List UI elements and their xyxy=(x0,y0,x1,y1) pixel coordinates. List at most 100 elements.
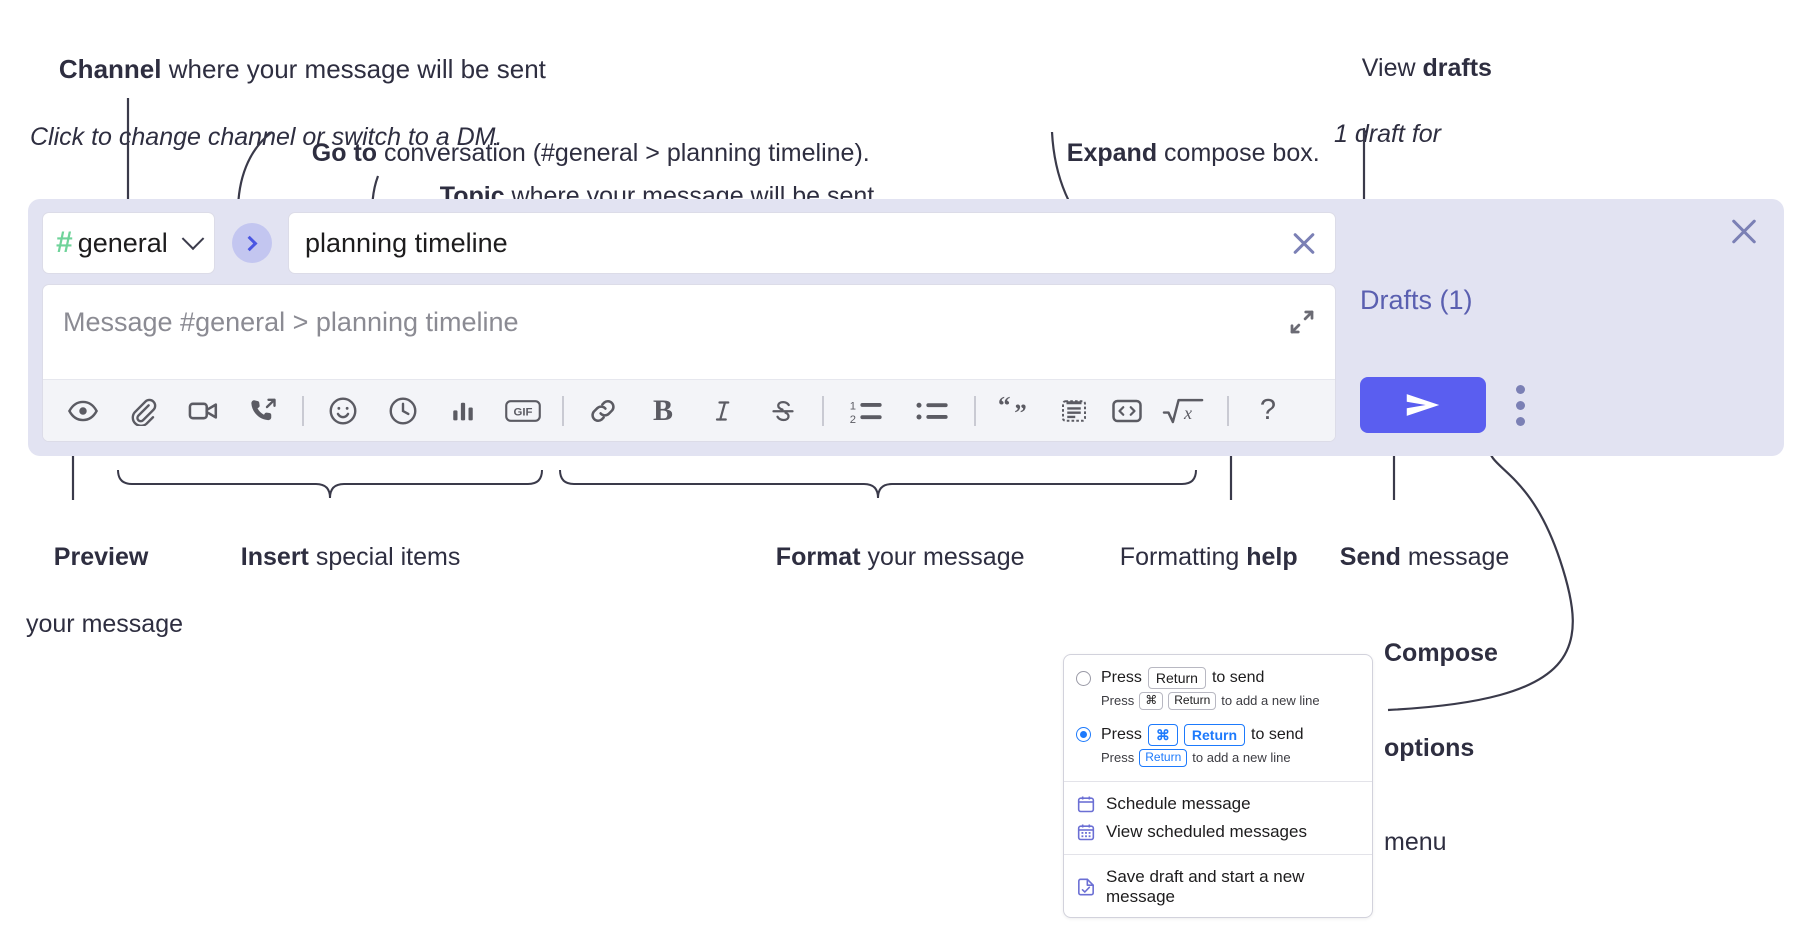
menu-divider xyxy=(1064,780,1372,782)
annotation-expand-rest: compose box. xyxy=(1157,138,1320,167)
math-icon[interactable]: x xyxy=(1157,388,1211,434)
annotation-preview: Preview your message xyxy=(26,510,183,703)
option1-subtext: Press ⌘ Return to add a new line xyxy=(1064,691,1372,716)
send-button[interactable] xyxy=(1360,377,1486,433)
save-draft-icon xyxy=(1076,877,1096,897)
menu-item-label: Schedule message xyxy=(1106,793,1251,813)
annotation-compose-options: Compose options menu xyxy=(1384,575,1498,922)
option2-sub-post: to add a new line xyxy=(1192,750,1291,766)
menu-item-label: Save draft and start a new message xyxy=(1106,866,1305,906)
ordered-list-icon[interactable]: 1 2 xyxy=(840,388,892,434)
menu-item-schedule-message[interactable]: Schedule message xyxy=(1064,790,1372,818)
hash-icon: # xyxy=(56,226,73,259)
menu-item-save-draft[interactable]: Save draft and start a new message xyxy=(1064,863,1372,911)
message-compose-box[interactable]: Message #general > planning timeline xyxy=(42,284,1336,442)
call-icon[interactable] xyxy=(240,388,286,434)
clear-topic-icon[interactable] xyxy=(1287,226,1321,260)
compose-options-menu: Press Return to send Press ⌘ Return to a… xyxy=(1063,654,1373,918)
annotation-drafts-plain: View xyxy=(1361,53,1423,82)
annotation-compose-line1: Compose xyxy=(1384,639,1498,667)
option2-sub-pre: Press xyxy=(1101,750,1135,766)
annotation-insert-bold: Insert xyxy=(240,542,309,571)
goto-conversation-button[interactable] xyxy=(232,223,272,263)
channel-selector[interactable]: # general xyxy=(42,212,215,274)
annotation-fmthelp-plain: Formatting xyxy=(1119,542,1247,571)
bulleted-list-icon[interactable] xyxy=(906,388,958,434)
option1-sub-key-cmd: ⌘ xyxy=(1139,692,1164,710)
formatting-toolbar: GIF B xyxy=(43,379,1335,441)
inline-code-icon[interactable] xyxy=(1104,388,1150,434)
chevron-right-icon xyxy=(241,235,257,251)
annotation-goto-rest: conversation (#general > planning timeli… xyxy=(377,138,870,167)
option1-post: to send xyxy=(1211,669,1265,687)
gif-icon[interactable]: GIF xyxy=(500,388,546,434)
annotation-goto-bold: Go to xyxy=(311,138,378,167)
annotation-expand: Expand compose box. xyxy=(1039,106,1320,201)
annotation-preview-bold: Preview xyxy=(53,542,149,571)
annotation-expand-bold: Expand xyxy=(1066,138,1158,167)
close-icon[interactable] xyxy=(1726,213,1762,249)
menu-divider xyxy=(1064,853,1372,855)
emoji-icon[interactable] xyxy=(320,388,366,434)
preview-icon[interactable] xyxy=(60,388,106,434)
annotation-compose-line3: menu xyxy=(1384,828,1447,856)
annotation-goto: Go to conversation (#general > planning … xyxy=(284,106,870,201)
annotation-drafts-bold: drafts xyxy=(1422,53,1492,82)
annotation-formatting-help: Formatting help xyxy=(1092,510,1298,605)
option1-sub-pre: Press xyxy=(1101,693,1135,709)
annotation-fmthelp-bold: help xyxy=(1246,542,1298,571)
annotation-insert-rest: special items xyxy=(308,542,461,571)
annotation-channel-rest: where your message will be sent xyxy=(161,53,546,84)
svg-text:“: “ xyxy=(998,396,1011,420)
annotation-compose-line2: options xyxy=(1384,733,1475,762)
option2-post: to send xyxy=(1251,725,1304,743)
annotation-preview-line2: your message xyxy=(26,609,184,638)
annotation-send-bold: Send xyxy=(1339,542,1401,571)
radio-cmd-return-to-send[interactable] xyxy=(1076,727,1091,743)
bold-icon[interactable]: B xyxy=(652,393,673,427)
expand-arrows-icon[interactable] xyxy=(1287,307,1317,337)
annotation-format-rest: your message xyxy=(860,542,1025,571)
link-icon[interactable] xyxy=(580,388,626,434)
toolbar-divider xyxy=(302,395,304,426)
menu-option-return-to-send[interactable]: Press Return to send xyxy=(1064,665,1372,691)
annotation-drafts-line2: 1 draft for xyxy=(1334,119,1441,148)
menu-option-cmd-return-to-send[interactable]: Press ⌘ Return to send xyxy=(1064,722,1372,748)
video-icon[interactable] xyxy=(180,388,226,434)
blockquote-icon[interactable]: “ ” xyxy=(992,388,1044,434)
annotation-insert: Insert special items xyxy=(213,510,461,605)
svg-text:1: 1 xyxy=(850,400,856,412)
message-input-placeholder: Message #general > planning timeline xyxy=(63,307,519,337)
attachment-icon[interactable] xyxy=(120,388,166,434)
topic-field[interactable]: planning timeline xyxy=(288,212,1336,274)
italic-icon[interactable] xyxy=(700,388,746,434)
poll-icon[interactable] xyxy=(440,388,486,434)
menu-item-view-scheduled-messages[interactable]: View scheduled messages xyxy=(1064,818,1372,846)
annotation-channel: Channel where your message will be sent … xyxy=(30,20,546,219)
compose-inner: # general planning timeline Message #gen… xyxy=(42,212,1336,442)
code-block-icon[interactable] xyxy=(1051,388,1097,434)
svg-text:2: 2 xyxy=(850,413,856,425)
radio-return-to-send[interactable] xyxy=(1076,670,1091,686)
strikethrough-icon[interactable] xyxy=(760,388,806,434)
calendar-icon xyxy=(1076,794,1096,814)
option2-sub-key-return: Return xyxy=(1139,748,1188,767)
topic-input[interactable]: planning timeline xyxy=(305,227,508,258)
annotation-channel-bold: Channel xyxy=(58,53,162,84)
toolbar-divider xyxy=(822,395,824,426)
toolbar-divider xyxy=(1227,395,1229,426)
chevron-down-icon xyxy=(181,227,205,251)
clock-icon[interactable] xyxy=(380,388,426,434)
option2-subtext: Press Return to add a new line xyxy=(1064,748,1372,773)
option1-pre: Press xyxy=(1101,669,1142,687)
destination-row: # general planning timeline xyxy=(42,212,1336,274)
option2-key-cmd: ⌘ xyxy=(1147,723,1178,746)
svg-text:x: x xyxy=(1183,402,1192,422)
compose-options-icon[interactable] xyxy=(1508,381,1532,429)
toolbar-divider xyxy=(562,395,564,426)
channel-name-label: general xyxy=(77,227,168,258)
option1-key-return: Return xyxy=(1147,667,1206,690)
toolbar-divider xyxy=(974,395,976,426)
help-icon[interactable]: ? xyxy=(1259,394,1277,426)
drafts-link[interactable]: Drafts (1) xyxy=(1360,285,1473,315)
